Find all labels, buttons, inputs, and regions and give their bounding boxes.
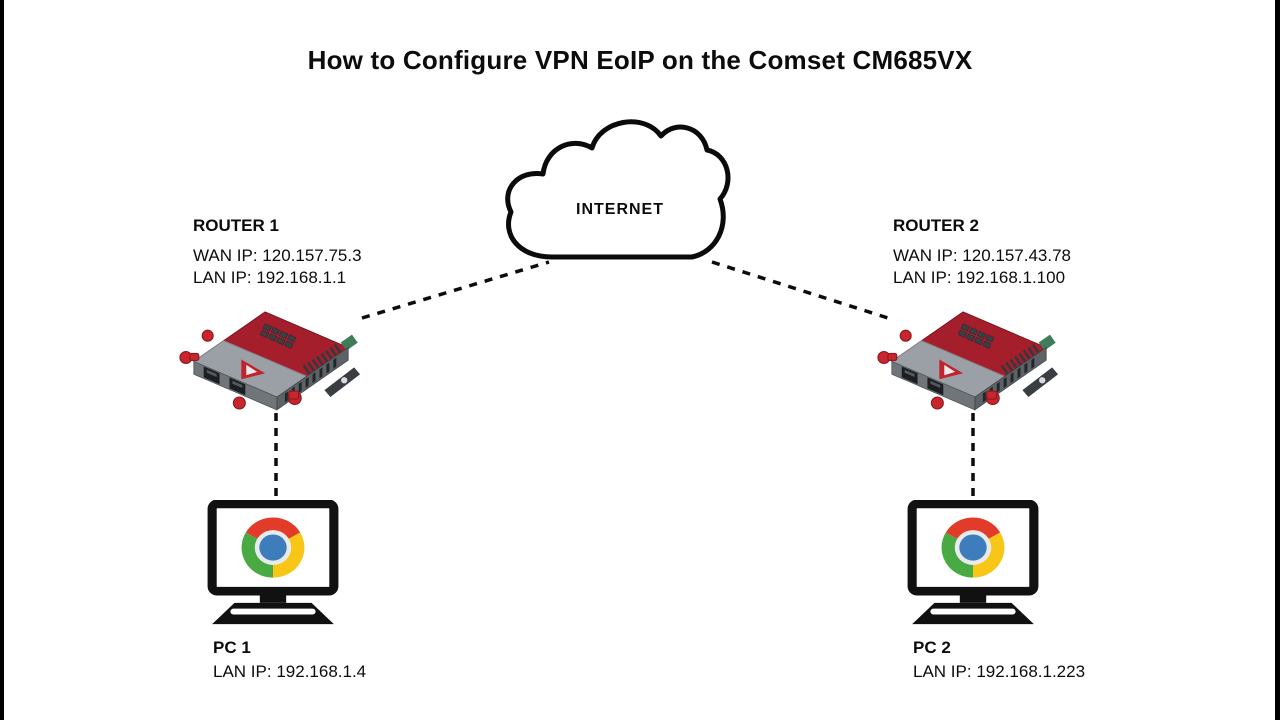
pc2-label-block: PC 2 LAN IP: 192.168.1.223 bbox=[913, 638, 1085, 682]
router2-wan-ip: WAN IP: 120.157.43.78 bbox=[893, 246, 1071, 265]
router2-name: ROUTER 2 bbox=[893, 216, 979, 235]
left-edge-bar bbox=[0, 0, 4, 720]
right-edge-bar bbox=[1275, 0, 1280, 720]
connection-internet-router2 bbox=[711, 260, 889, 320]
router1-label-block: ROUTER 1 WAN IP: 120.157.75.3 LAN IP: 19… bbox=[193, 216, 362, 289]
pc-monitor-icon bbox=[907, 500, 1039, 625]
internet-cloud-label: INTERNET bbox=[576, 201, 664, 218]
router-device-icon bbox=[877, 311, 1059, 411]
page-title: How to Configure VPN EoIP on the Comset … bbox=[307, 45, 973, 75]
pc-monitor-icon bbox=[207, 500, 339, 625]
chrome-logo-icon bbox=[941, 517, 1005, 578]
pc2-lan-ip: LAN IP: 192.168.1.223 bbox=[913, 662, 1086, 681]
chrome-logo-icon bbox=[241, 517, 305, 578]
router1-name: ROUTER 1 bbox=[193, 216, 279, 235]
router1-wan-ip: WAN IP: 120.157.75.3 bbox=[193, 246, 362, 265]
router1-lan-ip: LAN IP: 192.168.1.1 bbox=[193, 268, 347, 287]
connection-router1-internet bbox=[361, 260, 550, 320]
pc1-label-block: PC 1 LAN IP: 192.168.1.4 bbox=[213, 638, 366, 682]
internet-cloud-icon bbox=[505, 119, 731, 260]
pc1-lan-ip: LAN IP: 192.168.1.4 bbox=[213, 662, 367, 681]
router2-label-block: ROUTER 2 WAN IP: 120.157.43.78 LAN IP: 1… bbox=[893, 216, 1071, 289]
router2-lan-ip: LAN IP: 192.168.1.100 bbox=[893, 268, 1066, 287]
pc2-name: PC 2 bbox=[913, 638, 951, 657]
pc1-name: PC 1 bbox=[213, 638, 251, 657]
router-device-icon bbox=[179, 311, 361, 411]
